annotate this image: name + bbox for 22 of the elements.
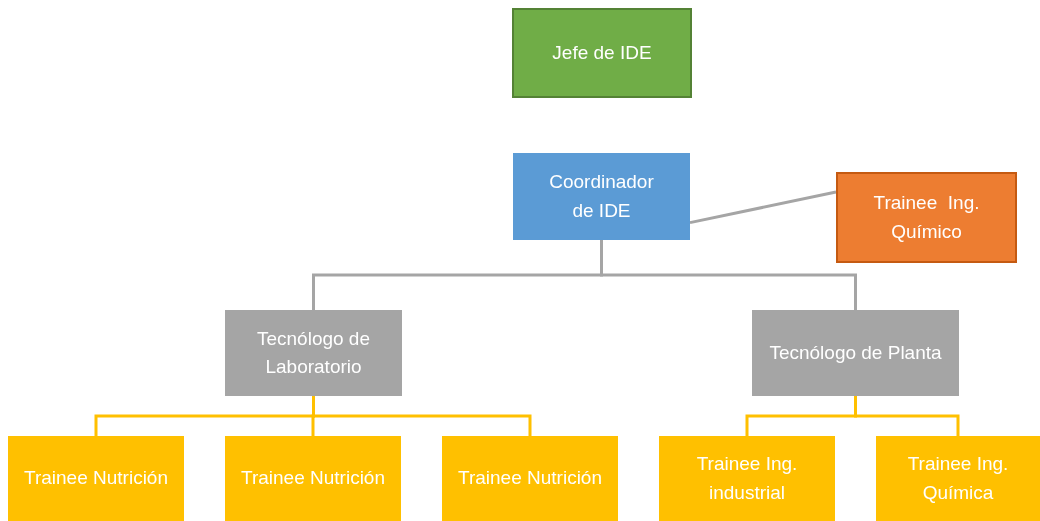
role-label: Coordinador de IDE (548, 170, 655, 223)
role-label: Trainee Ing. industrial (695, 452, 799, 505)
role-box (513, 153, 690, 240)
connector-line (689, 190, 837, 225)
role-label: Trainee Nutrición (458, 466, 602, 491)
role-box (512, 8, 692, 98)
role-label: Tecnólogo de Planta (769, 340, 942, 365)
role-box (752, 310, 959, 396)
role-box (442, 436, 618, 521)
connector-line (600, 240, 857, 310)
role-box (836, 172, 1017, 263)
role-label: Tecnólogo de Laboratorio (255, 326, 371, 379)
role-label: Trainee Nutrición (241, 466, 385, 491)
role-box (225, 436, 401, 521)
role-label: Trainee Ing. Química (906, 452, 1010, 505)
role-label: Trainee Ing. Químico (872, 191, 981, 244)
role-label: Jefe de IDE (552, 40, 652, 65)
role-label: Trainee Nutrición (24, 466, 168, 491)
role-box (659, 436, 835, 521)
role-box (8, 436, 184, 521)
role-box (876, 436, 1040, 521)
role-box (225, 310, 402, 396)
